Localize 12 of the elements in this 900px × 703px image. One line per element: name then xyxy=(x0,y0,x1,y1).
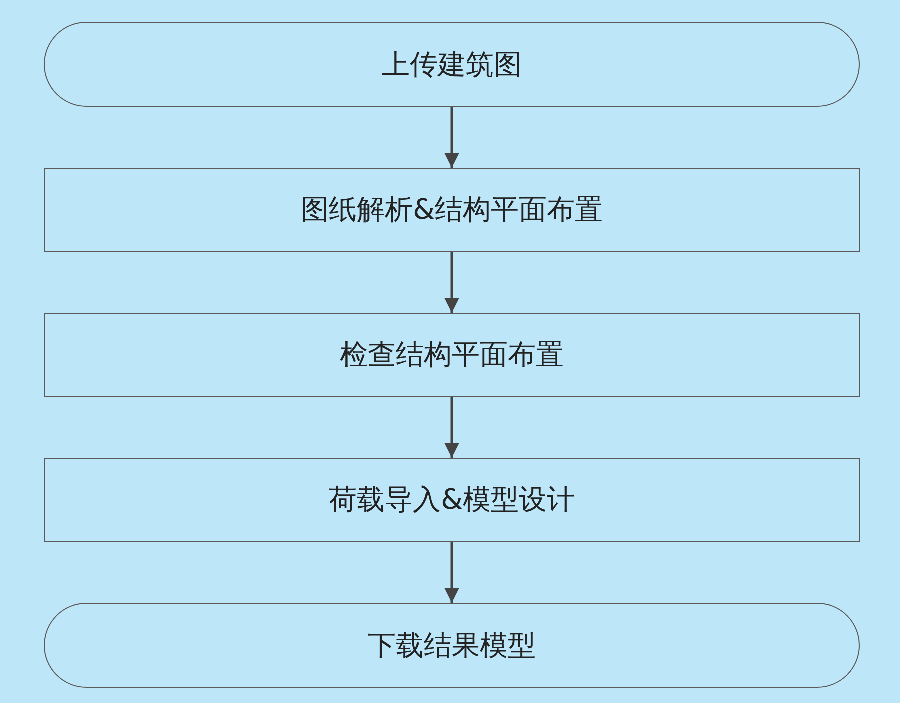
step-label: 下载结果模型 xyxy=(368,628,536,664)
arrow xyxy=(444,107,460,168)
step-label: 上传建筑图 xyxy=(382,46,522,82)
arrow xyxy=(444,542,460,603)
step-label: 图纸解析&结构平面布置 xyxy=(301,192,603,228)
process-box xyxy=(44,168,860,252)
step-label: 检查结构平面布置 xyxy=(340,337,564,373)
process-box xyxy=(44,313,860,397)
arrow xyxy=(444,397,460,458)
step-label: 荷载导入&模型设计 xyxy=(329,482,575,518)
process-box xyxy=(44,458,860,542)
arrow xyxy=(444,252,460,313)
